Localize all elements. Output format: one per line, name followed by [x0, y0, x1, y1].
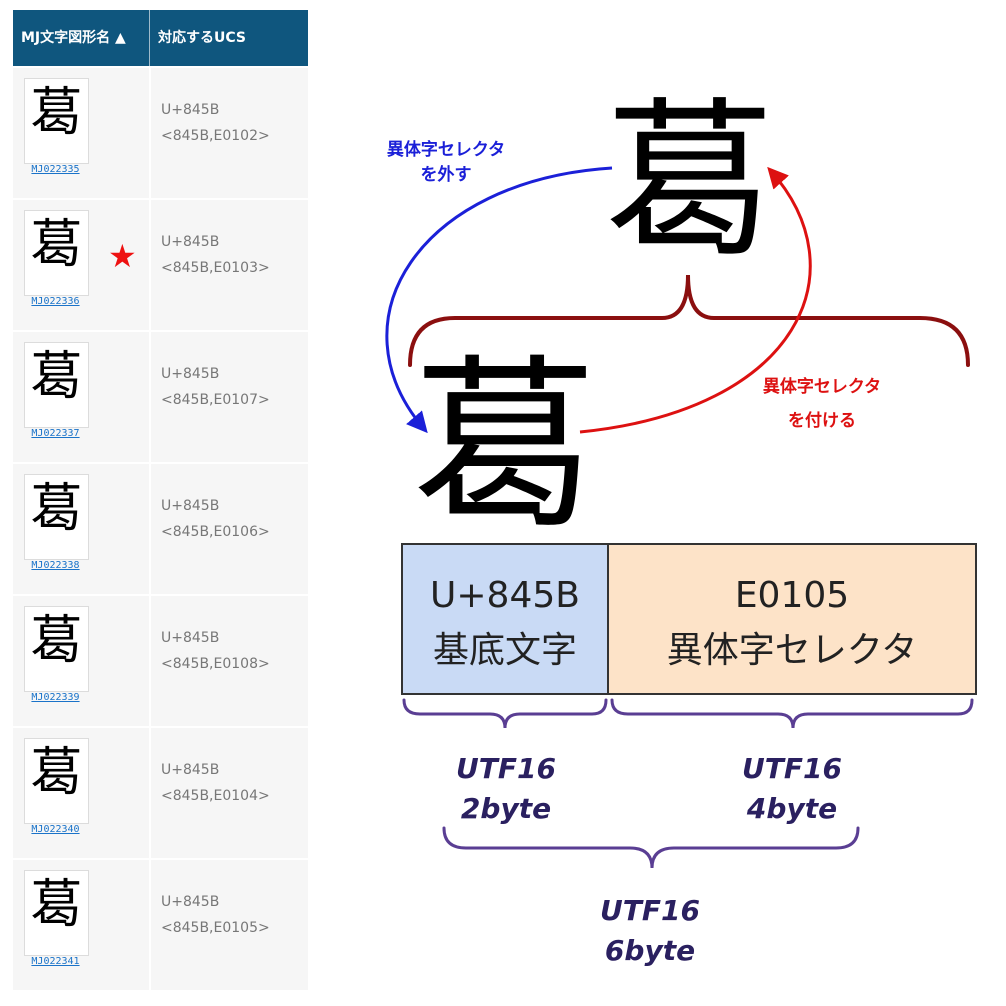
base-bytes-brace: [402, 698, 608, 729]
glyph-id-link[interactable]: MJ022341: [31, 956, 80, 967]
remove-selector-arrow: [385, 166, 613, 434]
glyph-char: 葛: [30, 875, 83, 935]
ucs-column-header[interactable]: 対応するUCS: [158, 30, 246, 46]
glyph-image: 葛: [24, 870, 89, 956]
glyph-id-link[interactable]: MJ022335: [31, 164, 80, 175]
combined-brace: [408, 274, 970, 367]
utf-total-size: 6byte: [605, 934, 695, 967]
ucs-code: U+845B: [161, 234, 220, 250]
ivs-sequence: <845B,E0104>: [161, 788, 270, 804]
utf-selector-size: 4byte: [746, 792, 837, 825]
ucs-code: U+845B: [161, 762, 220, 778]
ivs-sequence: <845B,E0105>: [161, 920, 270, 936]
table-header: MJ文字図形名 ▲ 対応するUCS: [13, 10, 308, 66]
star-icon: ★: [108, 237, 137, 275]
glyph-id-link[interactable]: MJ022338: [31, 560, 80, 571]
ucs-code: U+845B: [161, 366, 220, 382]
ucs-code: U+845B: [161, 498, 220, 514]
selector-box: [607, 543, 977, 695]
glyph-char: 葛: [30, 611, 83, 671]
glyph-char: 葛: [30, 743, 83, 803]
glyph-id-link[interactable]: MJ022339: [31, 692, 80, 703]
table-row: 葛 MJ022337 U+845B <845B,E0107>: [13, 330, 308, 462]
glyph-char: 葛: [30, 83, 83, 143]
ucs-code: U+845B: [161, 894, 220, 910]
ivs-sequence: <845B,E0103>: [161, 260, 270, 276]
add-selector-arrow: [579, 166, 812, 434]
header-divider: [149, 10, 150, 66]
glyph-image: 葛: [24, 342, 89, 428]
base-char-code: U+845B: [430, 575, 580, 616]
table-row: 葛 MJ022341 U+845B <845B,E0105>: [13, 858, 308, 990]
base-glyph-large: 葛: [413, 338, 598, 554]
base-char-box: [401, 543, 609, 695]
remove-selector-label-line2: を外す: [421, 164, 472, 185]
glyph-char: 葛: [30, 215, 83, 275]
ucs-code: U+845B: [161, 102, 220, 118]
glyph-image: 葛: [24, 210, 89, 296]
glyph-name-column-header[interactable]: MJ文字図形名 ▲: [21, 30, 126, 46]
utf-base-size: 2byte: [461, 792, 551, 825]
selector-code: E0105: [735, 575, 849, 616]
add-selector-label-line2: を付ける: [788, 410, 856, 431]
utf-selector-encoding: UTF16: [742, 752, 842, 785]
selector-bytes-brace: [610, 698, 974, 729]
total-bytes-brace: [442, 826, 860, 869]
mj-glyph-table: MJ文字図形名 ▲ 対応するUCS 葛 MJ022335 U+845B <845…: [13, 10, 308, 1006]
glyph-id-link[interactable]: MJ022340: [31, 824, 80, 835]
glyph-char: 葛: [30, 347, 83, 407]
glyph-image: 葛: [24, 738, 89, 824]
glyph-id-link[interactable]: MJ022336: [31, 296, 80, 307]
table-row: 葛 MJ022339 U+845B <845B,E0108>: [13, 594, 308, 726]
glyph-image: 葛: [24, 78, 89, 164]
utf-base-encoding: UTF16: [456, 752, 556, 785]
glyph-char: 葛: [30, 479, 83, 539]
ivs-sequence: <845B,E0102>: [161, 128, 270, 144]
ivs-sequence: <845B,E0107>: [161, 392, 270, 408]
table-row: 葛 MJ022340 U+845B <845B,E0104>: [13, 726, 308, 858]
table-row: 葛 MJ022336 ★ U+845B <845B,E0103>: [13, 198, 308, 330]
ivs-sequence: <845B,E0106>: [161, 524, 270, 540]
table-row: 葛 MJ022335 U+845B <845B,E0102>: [13, 66, 308, 198]
glyph-image: 葛: [24, 474, 89, 560]
glyph-id-link[interactable]: MJ022337: [31, 428, 80, 439]
ivs-sequence: <845B,E0108>: [161, 656, 270, 672]
ucs-code: U+845B: [161, 630, 220, 646]
add-selector-label-line1: 異体字セレクタ: [763, 376, 881, 397]
selector-name: 異体字セレクタ: [667, 630, 918, 671]
variant-glyph-large: 葛: [605, 83, 775, 281]
glyph-image: 葛: [24, 606, 89, 692]
base-char-name: 基底文字: [433, 630, 577, 671]
table-row: 葛 MJ022338 U+845B <845B,E0106>: [13, 462, 308, 594]
utf-total-encoding: UTF16: [600, 894, 700, 927]
remove-selector-label-line1: 異体字セレクタ: [387, 139, 505, 160]
